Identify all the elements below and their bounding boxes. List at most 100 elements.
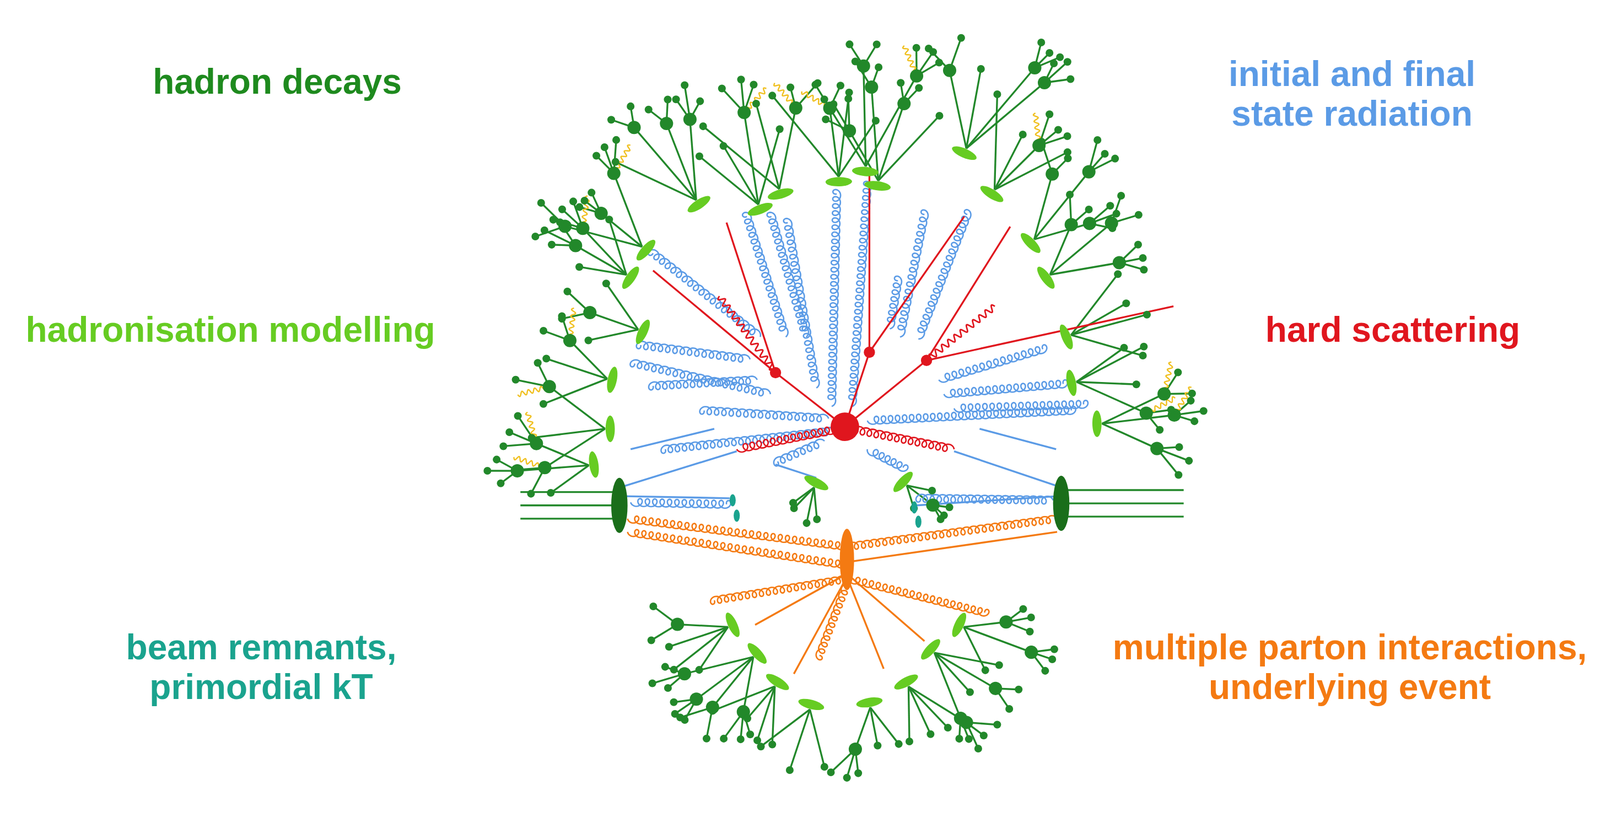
decay-line <box>877 115 940 181</box>
decay-line <box>871 87 878 181</box>
decay-line <box>703 126 780 190</box>
unstable-hadron <box>689 692 703 706</box>
shower-gluon <box>699 406 829 423</box>
final-hadron <box>1025 627 1034 636</box>
final-hadron <box>1112 209 1121 218</box>
decay-line <box>756 103 780 190</box>
final-hadron <box>626 102 635 111</box>
shower-quark <box>775 464 817 478</box>
final-hadron <box>1014 685 1023 694</box>
decay-line <box>1076 347 1124 382</box>
final-hadron <box>974 744 983 753</box>
final-hadron <box>526 489 535 498</box>
beam-line <box>520 504 619 506</box>
final-hadron <box>1139 265 1148 274</box>
final-hadron <box>492 455 501 464</box>
final-hadron <box>1190 417 1199 425</box>
final-hadron <box>696 97 704 106</box>
hadron-cluster <box>918 636 944 663</box>
mpi-quark <box>755 573 848 626</box>
final-hadron <box>534 358 542 367</box>
mpi-quark <box>850 531 1058 562</box>
final-hadron <box>1139 254 1147 262</box>
final-hadron <box>1085 205 1093 214</box>
decay-line <box>531 428 606 438</box>
unstable-hadron <box>909 69 924 83</box>
hard-boson <box>718 295 778 373</box>
final-hadron <box>993 720 1001 729</box>
shower-quark <box>630 428 715 450</box>
decay-line <box>934 652 961 719</box>
final-hadron <box>556 218 564 226</box>
unstable-hadron <box>670 617 684 632</box>
decay-line <box>934 652 996 689</box>
hadron-cluster <box>825 176 853 187</box>
final-hadron <box>1063 132 1072 140</box>
decay-line <box>609 219 627 275</box>
hadron-cluster <box>863 179 892 193</box>
final-hadron <box>966 687 974 696</box>
final-hadron <box>845 40 854 48</box>
decay-line <box>908 686 910 742</box>
final-hadron <box>1037 137 1046 146</box>
decay-line <box>1049 262 1120 276</box>
final-hadron <box>873 741 882 750</box>
hadron-cluster <box>633 318 654 347</box>
decay-line <box>772 95 839 177</box>
shower-gluon <box>918 209 972 339</box>
final-hadron <box>743 714 752 723</box>
final-hadron <box>821 115 830 124</box>
label-position: hard scattering <box>1265 309 1521 350</box>
hard-parton <box>726 222 776 373</box>
hadron-cluster <box>855 695 883 710</box>
final-hadron <box>557 312 566 321</box>
beam-line <box>520 491 619 493</box>
hard-vertex <box>830 412 860 441</box>
final-hadron <box>854 769 863 778</box>
unstable-hadron <box>583 305 597 320</box>
final-hadron <box>563 287 571 296</box>
final-hadron <box>896 78 905 87</box>
final-hadron <box>547 240 556 249</box>
clusters-and-hadrons <box>483 34 1208 782</box>
hard-boson <box>926 304 995 362</box>
final-hadron <box>680 715 689 724</box>
final-hadron <box>935 111 944 120</box>
hard-process <box>653 175 1174 452</box>
hadron-cluster <box>605 365 620 394</box>
final-hadron <box>528 433 536 442</box>
final-hadron <box>1005 704 1014 713</box>
final-hadron <box>1155 426 1164 434</box>
final-hadron <box>600 143 609 152</box>
unstable-hadron <box>789 101 803 115</box>
shower-gluon <box>954 400 1088 412</box>
section-label: hadronisation modelling <box>25 309 435 350</box>
decay-line <box>994 94 998 190</box>
final-hadron <box>924 44 933 53</box>
mpi-gluon <box>848 577 989 616</box>
final-hadron <box>699 122 708 131</box>
final-hadron <box>605 215 613 224</box>
final-hadron <box>611 158 620 166</box>
final-hadron <box>1066 74 1075 83</box>
final-hadron <box>584 336 593 344</box>
label-position: beam remnants, primordial kT <box>117 627 405 708</box>
final-hadron <box>1037 38 1045 47</box>
final-hadron <box>537 198 546 207</box>
hadron-cluster <box>605 415 616 443</box>
final-hadron <box>912 44 921 52</box>
beam-line <box>1063 515 1184 517</box>
final-hadron <box>539 326 548 335</box>
decay-line <box>934 652 971 692</box>
section-label: multiple parton interactions, underlying… <box>1101 627 1598 708</box>
hadron-cluster <box>1092 410 1102 437</box>
hadron-cluster <box>978 182 1006 206</box>
proton-blob <box>1053 475 1070 531</box>
decay-line <box>789 709 811 770</box>
unstable-hadron <box>542 379 557 393</box>
unstable-hadron <box>1045 167 1059 181</box>
final-hadron <box>1106 201 1114 210</box>
final-hadron <box>510 466 519 474</box>
final-hadron <box>1119 343 1128 352</box>
decay-line <box>744 112 759 205</box>
